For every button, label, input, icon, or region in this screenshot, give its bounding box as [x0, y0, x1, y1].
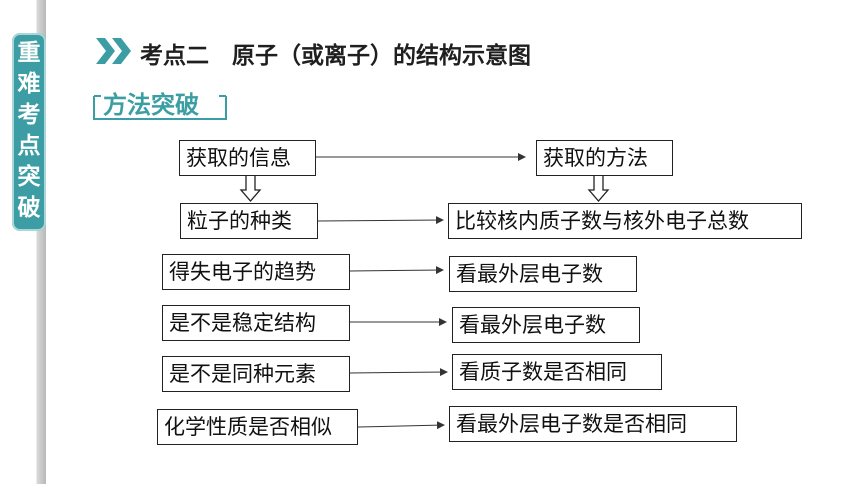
box-row-5-right: 看最外层电子数是否相同 [449, 406, 737, 442]
down-arrow-right [587, 173, 610, 202]
arrow-row-2 [349, 266, 444, 275]
section-tab-char: 点 [17, 133, 41, 159]
section-tab-char: 重 [17, 40, 41, 66]
method-badge-label: 方法突破 [103, 91, 199, 119]
box-row-5-left: 化学性质是否相似 [157, 409, 358, 445]
box-row-2-right: 看最外层电子数 [449, 256, 637, 292]
section-tab [12, 33, 46, 231]
section-tab-char: 考 [17, 102, 41, 128]
section-tab-char: 难 [17, 71, 41, 97]
box-row-1-right: 比较核内质子数与核外电子总数 [448, 203, 802, 239]
double-chevron-icon [96, 38, 131, 64]
arrow-row-4 [349, 368, 448, 377]
box-row-2-left: 得失电子的趋势 [162, 254, 350, 290]
section-tab-char: 破 [17, 195, 41, 221]
box-row-3-left: 是不是稳定结构 [162, 305, 350, 341]
page-title: 考点二 原子（或离子）的结构示意图 [140, 43, 531, 69]
box-row-1-left: 粒子的种类 [180, 203, 318, 239]
box-row-4-left: 是不是同种元素 [162, 356, 350, 392]
method-badge-frame [93, 95, 227, 120]
arrow-row-1 [317, 216, 444, 225]
box-row-3-right: 看最外层电子数 [452, 307, 640, 343]
box-top-right: 获取的方法 [536, 140, 673, 176]
section-tab-char: 突 [17, 164, 41, 190]
box-row-4-right: 看质子数是否相同 [452, 354, 662, 390]
down-arrow-left [239, 173, 262, 202]
section-tab-label: 重难考点突破 [12, 38, 46, 224]
box-top-left: 获取的信息 [179, 140, 316, 176]
arrow-row-5 [357, 421, 445, 430]
